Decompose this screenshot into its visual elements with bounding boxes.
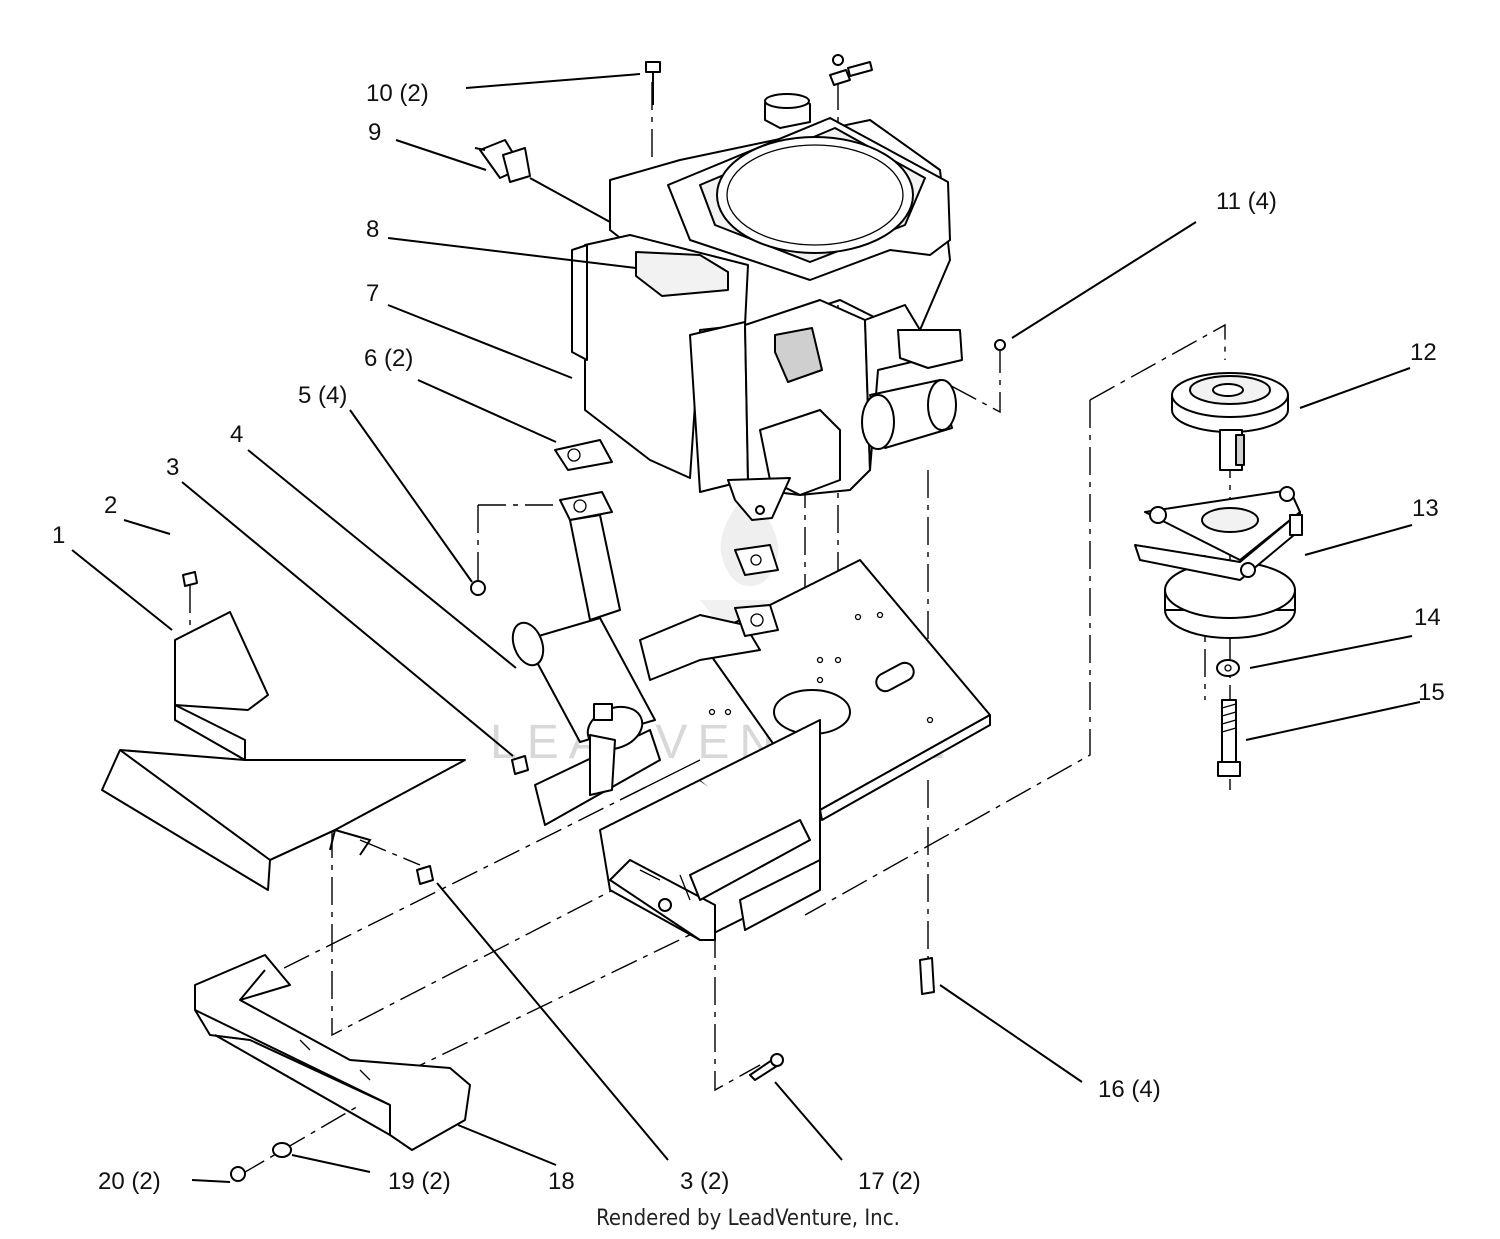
callout-17: 17 (2) <box>858 1168 921 1195</box>
callout-18: 18 <box>548 1168 575 1195</box>
exhaust-system <box>511 439 779 796</box>
spark-plug <box>474 139 531 183</box>
fasteners <box>182 54 1006 1182</box>
callout-10: 10 (2) <box>366 80 429 107</box>
callout-5: 5 (4) <box>298 382 347 409</box>
callout-16: 16 (4) <box>1098 1076 1161 1103</box>
callout-3-2: 3 (2) <box>680 1168 729 1195</box>
heat-shield <box>101 611 466 891</box>
pto-clutch <box>1134 486 1303 639</box>
callout-14: 14 <box>1414 604 1441 631</box>
front-bumper <box>194 954 471 1151</box>
callout-1: 1 <box>52 522 65 549</box>
footer-credit: Rendered by LeadVenture, Inc. <box>596 1206 900 1231</box>
callout-15: 15 <box>1418 679 1445 706</box>
pulley-washer-bolt <box>1216 659 1241 777</box>
callout-19: 19 (2) <box>388 1168 451 1195</box>
callout-7: 7 <box>366 280 379 307</box>
callout-labels: 10 (2) 9 8 7 6 (2) 5 (4) 4 3 2 1 11 (4) … <box>52 80 1445 1195</box>
callout-3: 3 <box>166 454 179 481</box>
callout-6: 6 (2) <box>364 345 413 372</box>
engine-pulley <box>1171 372 1289 471</box>
engine-assembly <box>571 93 963 521</box>
callout-13: 13 <box>1412 495 1439 522</box>
callout-11: 11 (4) <box>1216 188 1277 215</box>
callout-leader-lines <box>71 73 1421 1183</box>
callout-8: 8 <box>366 216 379 243</box>
callout-20: 20 (2) <box>98 1168 161 1195</box>
callout-2: 2 <box>104 492 117 519</box>
callout-4: 4 <box>230 421 243 448</box>
callout-9: 9 <box>368 119 381 146</box>
callout-12: 12 <box>1410 339 1437 366</box>
